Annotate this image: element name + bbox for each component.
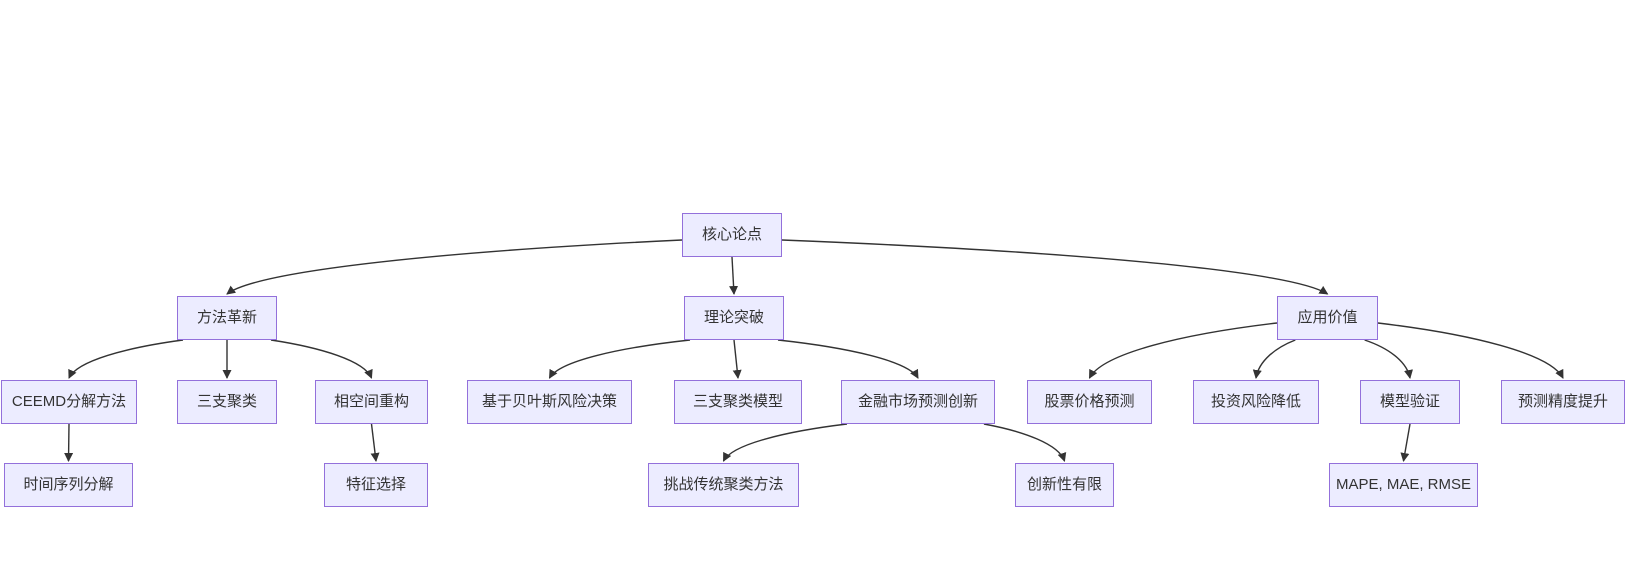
node-label: MAPE, MAE, RMSE	[1335, 476, 1472, 493]
node-limited: 创新性有限	[1015, 463, 1114, 507]
node-metrics: MAPE, MAE, RMSE	[1329, 463, 1478, 507]
node-risk: 投资风险降低	[1193, 380, 1319, 424]
node-label: 模型验证	[1379, 393, 1440, 410]
node-label: 基于贝叶斯风险决策	[481, 393, 617, 410]
node-ceemd: CEEMD分解方法	[1, 380, 137, 424]
node-root: 核心论点	[682, 213, 782, 257]
node-twc_model: 三支聚类模型	[674, 380, 802, 424]
node-label: 金融市场预测创新	[857, 393, 978, 410]
node-validation: 模型验证	[1360, 380, 1460, 424]
node-label: 时间序列分解	[23, 476, 114, 493]
node-label: 三支聚类	[196, 393, 257, 410]
node-phase_space: 相空间重构	[315, 380, 428, 424]
node-precision: 预测精度提升	[1501, 380, 1625, 424]
node-label: 核心论点	[701, 226, 762, 243]
node-bayes: 基于贝叶斯风险决策	[467, 380, 632, 424]
node-ts_decomp: 时间序列分解	[4, 463, 133, 507]
node-label: 股票价格预测	[1044, 393, 1135, 410]
node-theory: 理论突破	[684, 296, 784, 340]
node-label: 相空间重构	[333, 393, 409, 410]
node-fin_innov: 金融市场预测创新	[841, 380, 995, 424]
node-feature_sel: 特征选择	[324, 463, 428, 507]
node-label: 创新性有限	[1026, 476, 1102, 493]
node-method: 方法革新	[177, 296, 277, 340]
node-label: 应用价值	[1297, 309, 1358, 326]
node-label: 预测精度提升	[1517, 393, 1608, 410]
node-label: 挑战传统聚类方法	[663, 476, 784, 493]
node-label: 理论突破	[703, 309, 764, 326]
node-label: 特征选择	[345, 476, 406, 493]
node-three_way: 三支聚类	[177, 380, 277, 424]
node-stock: 股票价格预测	[1027, 380, 1152, 424]
node-challenge: 挑战传统聚类方法	[648, 463, 799, 507]
node-application: 应用价值	[1277, 296, 1378, 340]
node-label: CEEMD分解方法	[11, 393, 127, 410]
node-label: 三支聚类模型	[692, 393, 783, 410]
node-label: 投资风险降低	[1210, 393, 1301, 410]
node-label: 方法革新	[196, 309, 257, 326]
